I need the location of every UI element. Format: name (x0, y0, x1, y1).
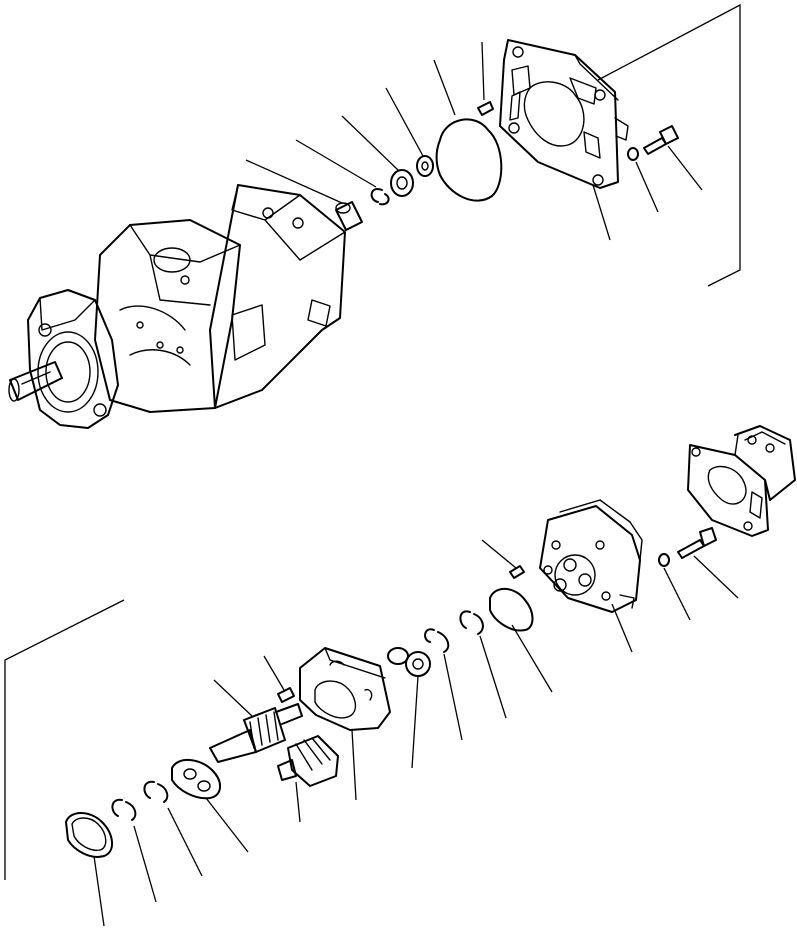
gear-housing (299, 647, 391, 801)
snap-ring (424, 628, 463, 741)
thrust-plate (171, 759, 249, 853)
lock-washer (658, 553, 691, 621)
washer (385, 87, 434, 177)
snap-ring (459, 610, 507, 719)
driven-gear (277, 735, 339, 823)
cover-plate (499, 39, 629, 241)
o-ring (489, 587, 553, 693)
drive-gear (209, 679, 303, 763)
snap-ring (111, 798, 157, 903)
snap-ring (143, 780, 203, 877)
rear-pump (687, 425, 796, 537)
lower-frame-lines (4, 599, 125, 880)
dowel-pin (263, 655, 295, 703)
bolt (677, 527, 739, 599)
body (539, 499, 643, 653)
dowel-pin (477, 41, 494, 116)
bearing (341, 115, 414, 197)
dowel-pin (481, 539, 525, 579)
o-ring (65, 812, 113, 927)
bushing (245, 159, 363, 231)
bolt (643, 125, 703, 191)
snap-ring (295, 139, 390, 206)
lock-washer (627, 147, 659, 213)
o-ring (433, 59, 503, 202)
pump-housing (8, 184, 346, 429)
seal-plate (387, 647, 431, 769)
upper-frame-lines (597, 3, 741, 287)
